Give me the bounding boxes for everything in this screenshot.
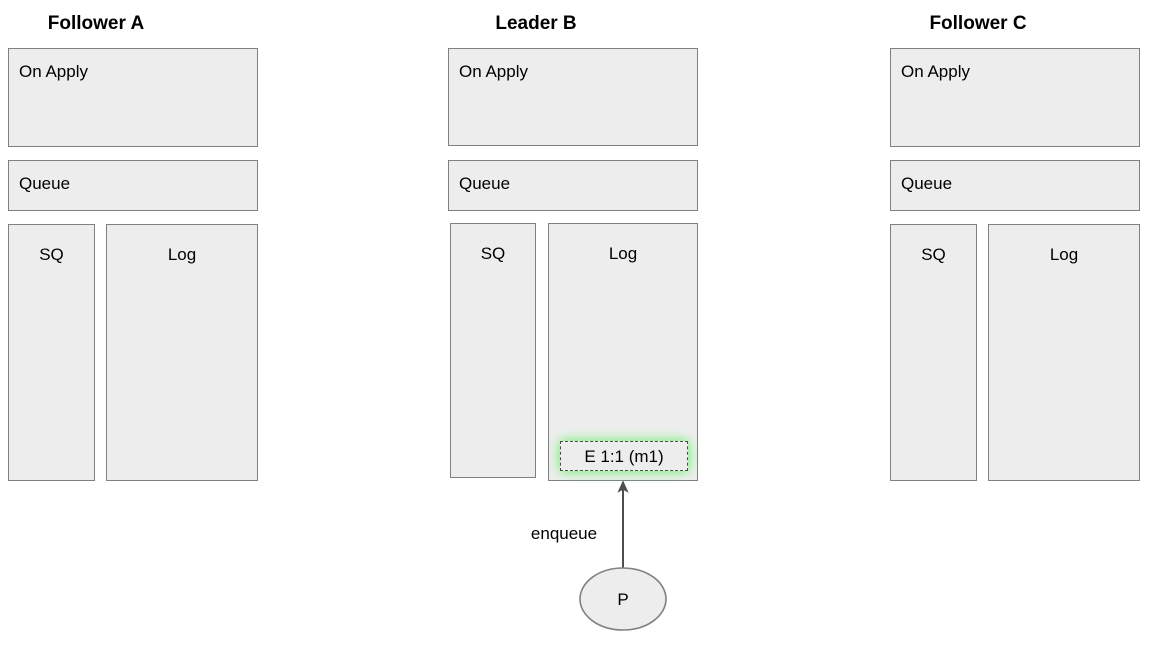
follower-a-log-label: Log (167, 245, 197, 264)
follower-c-sq-label: SQ (921, 245, 946, 264)
leader-b-on-apply-box[interactable]: On Apply (448, 48, 698, 146)
follower-c-sq-box[interactable]: SQ (890, 224, 977, 481)
leader-b-sq-label: SQ (480, 244, 506, 263)
leader-b-log-label: Log (608, 244, 638, 263)
follower-c-log-label: Log (1049, 245, 1079, 264)
leader-b-on-apply-label: On Apply (459, 62, 528, 81)
leader-b-log-entry[interactable]: E 1:1 (m1) (560, 441, 688, 471)
follower-c-log-box[interactable]: Log (988, 224, 1140, 481)
follower-c-queue-label: Queue (901, 174, 953, 193)
leader-b-queue-label: Queue (459, 174, 511, 193)
follower-a-on-apply-box[interactable]: On Apply (8, 48, 258, 147)
leader-b-log-box[interactable]: Log (548, 223, 698, 481)
follower-a-sq-label: SQ (39, 245, 64, 264)
producer-label: P (617, 590, 629, 609)
leader-b-log-entry-label: E 1:1 (m1) (560, 441, 688, 471)
node-title-follower-c: Follower C (929, 13, 1027, 34)
leader-b-sq-box[interactable]: SQ (450, 223, 536, 478)
producer-node[interactable] (579, 567, 667, 631)
follower-a-queue-box[interactable]: Queue (8, 160, 258, 211)
follower-c-queue-box[interactable]: Queue (890, 160, 1140, 211)
follower-a-queue-label: Queue (19, 174, 71, 193)
follower-a-sq-box[interactable]: SQ (8, 224, 95, 481)
node-title-leader-b: Leader B (495, 13, 577, 34)
follower-a-log-box[interactable]: Log (106, 224, 258, 481)
enqueue-edge-label: enqueue (530, 524, 598, 543)
node-title-follower-a: Follower A (47, 13, 145, 34)
follower-c-on-apply-box[interactable]: On Apply (890, 48, 1140, 147)
follower-c-on-apply-label: On Apply (901, 62, 970, 81)
leader-b-queue-box[interactable]: Queue (448, 160, 698, 211)
follower-a-on-apply-label: On Apply (19, 62, 88, 81)
